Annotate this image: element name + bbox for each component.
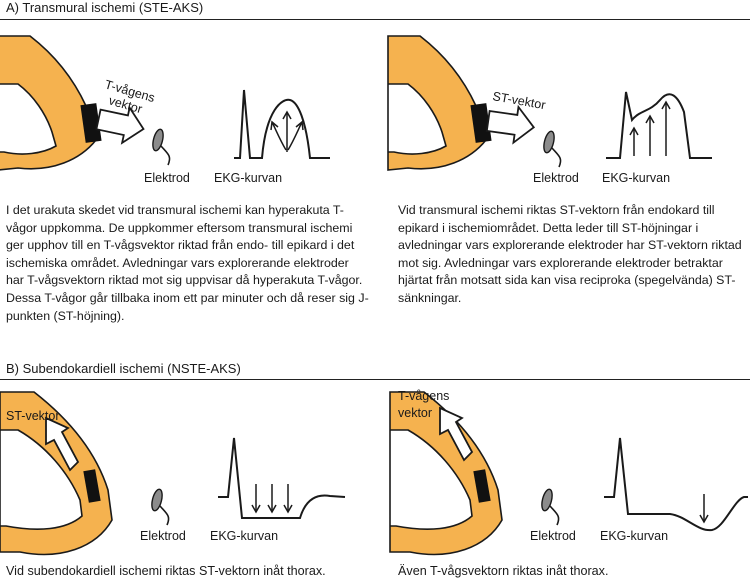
ischemic-region-a-left	[80, 103, 102, 143]
electrode-label-b-right: Elektrod	[530, 529, 576, 543]
ischemic-region-a-right	[470, 103, 492, 143]
caption-b-left: Vid subendokardiell ischemi riktas ST-ve…	[6, 564, 326, 578]
vector-label-b-right-line2: vektor	[398, 406, 432, 420]
description-a-left: I det urakuta skedet vid transmural isch…	[6, 203, 369, 323]
ekg-label-b-right: EKG-kurvan	[600, 529, 668, 543]
ischemic-region-b-right	[473, 469, 491, 503]
vector-label-b-left: ST-vektor	[6, 409, 60, 423]
ekg-trace-a-right	[606, 91, 712, 159]
electrode-icon-b-right	[541, 488, 560, 526]
st-elevation-arrows-a-right	[629, 100, 671, 156]
electrode-icon-a-left	[152, 128, 171, 166]
ekg-label-a-right: EKG-kurvan	[602, 171, 670, 185]
ekg-label-a-left: EKG-kurvan	[214, 171, 282, 185]
electrode-icon-a-right	[543, 130, 562, 168]
st-vector-arrow-b-left	[45, 416, 80, 472]
st-vector-arrow-a-right	[485, 104, 536, 145]
ekg-label-b-left: EKG-kurvan	[210, 529, 278, 543]
heart-wall-b-left	[0, 391, 113, 556]
t-inversion-arrow-b-right	[699, 494, 709, 524]
ischemic-region-b-left	[83, 469, 101, 503]
section-b-divider	[0, 379, 750, 380]
electrode-icon-b-left	[151, 488, 170, 526]
section-a-title: A) Transmural ischemi (STE-AKS)	[6, 0, 204, 15]
t-wave-vector-arrow-b-right	[439, 406, 474, 462]
vector-label-b-right-line1: T-vågens	[398, 389, 449, 403]
section-b-title: B) Subendokardiell ischemi (NSTE-AKS)	[6, 361, 241, 376]
ekg-trace-a-left	[234, 89, 330, 159]
ekg-trace-b-left	[218, 437, 346, 519]
section-a-divider	[0, 19, 750, 20]
t-wave-arrows-a-left	[270, 110, 304, 152]
t-wave-vector-arrow-a-left	[95, 105, 145, 145]
heart-wall-a-left	[0, 35, 97, 171]
electrode-label-a-right: Elektrod	[533, 171, 579, 185]
electrode-label-b-left: Elektrod	[140, 529, 186, 543]
heart-wall-a-right	[387, 35, 487, 171]
st-depression-arrows-b-left	[251, 484, 293, 514]
caption-b-right: Även T-vågsvektorn riktas inåt thorax.	[398, 564, 609, 578]
electrode-label-a-left: Elektrod	[144, 171, 190, 185]
description-a-right: Vid transmural ischemi riktas ST-vektorn…	[398, 203, 742, 305]
ekg-trace-b-right	[604, 437, 748, 532]
